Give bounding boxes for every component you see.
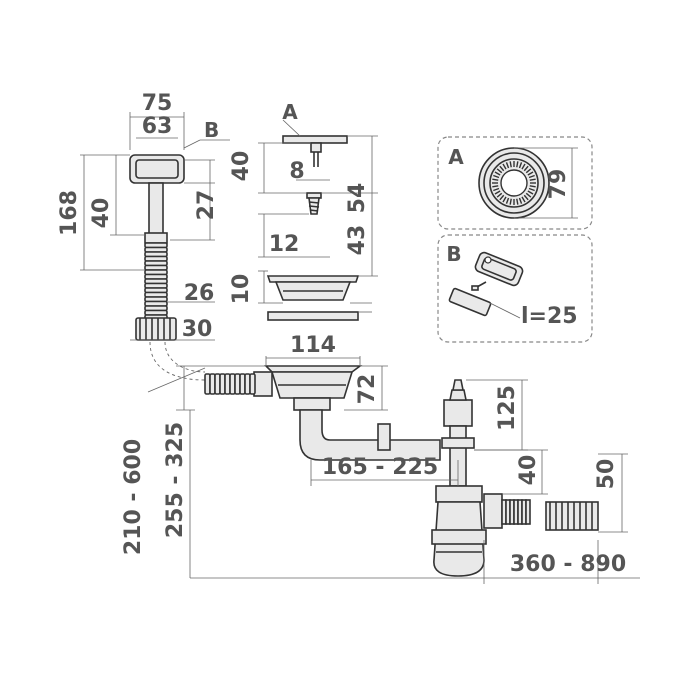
overflow-inlet-nut	[253, 371, 273, 397]
standpipe-nipple	[452, 379, 464, 391]
overflow-assembly	[129, 154, 206, 381]
drain-nut	[293, 397, 331, 411]
dim-l25: l=25	[521, 304, 578, 329]
overflow-inlet-hose	[204, 373, 256, 395]
dim-168: 168	[57, 190, 82, 236]
overflow-cover-detail	[474, 251, 524, 287]
detail-b-frame	[437, 234, 593, 343]
label-b-box: B	[446, 242, 461, 266]
dim-50: 50	[594, 459, 619, 490]
dim-40-trap: 40	[516, 455, 541, 486]
dim-10: 10	[229, 274, 254, 305]
pipe-coupling	[377, 423, 391, 451]
strainer-gasket	[267, 311, 359, 321]
overflow-connection-dashed	[149, 341, 206, 381]
strainer-rim	[266, 275, 360, 283]
strainer-cap	[282, 135, 348, 144]
dim-114: 114	[290, 333, 336, 358]
strainer-center-hole	[500, 169, 528, 197]
siphon-dimensions: 114 72 125 165 - 225 40 50 210 - 600 255…	[121, 333, 640, 584]
outlet-spigot	[501, 499, 531, 525]
dim-360-890: 360 - 890	[510, 552, 626, 577]
dim-255-325: 255 - 325	[163, 422, 188, 538]
dim-8: 8	[289, 159, 304, 184]
outlet-adapter	[545, 501, 599, 531]
label-a-top: A	[282, 100, 298, 124]
dim-75: 75	[142, 91, 173, 116]
dim-210-600: 210 - 600	[121, 439, 146, 555]
drain-pipe	[299, 409, 441, 461]
drain-flange	[264, 365, 363, 373]
overflow-neck	[148, 182, 164, 236]
dim-40-overflow: 40	[89, 198, 114, 229]
detail-box-b: B l=25	[437, 234, 593, 343]
dim-27: 27	[194, 190, 219, 221]
overflow-plate-inner	[135, 159, 179, 179]
standpipe-nut	[443, 399, 473, 427]
dim-30: 30	[182, 317, 213, 342]
label-b-top: B	[204, 118, 219, 142]
dim-54: 54	[345, 183, 370, 214]
detail-a-frame	[437, 136, 593, 230]
strainer-slots	[492, 161, 536, 205]
dim-63: 63	[142, 114, 173, 139]
outlet-nut	[483, 493, 503, 529]
dim-79: 79	[546, 169, 571, 200]
overflow-dimensions: 75 63 B 168 40 27 26 30	[57, 91, 230, 342]
dim-72: 72	[355, 374, 380, 405]
overflow-collar	[144, 232, 168, 244]
dim-12: 12	[269, 232, 300, 257]
detail-box-a: A 79	[437, 136, 593, 230]
overflow-corrugated-hose	[144, 242, 168, 321]
strainer-dimensions: 40 8 54 12 43 10	[229, 135, 378, 313]
label-a-box: A	[448, 145, 464, 169]
dim-125: 125	[495, 385, 520, 431]
overflow-insert-detail	[448, 287, 492, 317]
dim-165-225: 165 - 225	[322, 455, 438, 480]
dim-43: 43	[345, 225, 370, 256]
dim-26: 26	[184, 281, 215, 306]
strainer-parts: A	[266, 100, 360, 321]
trap-nut	[435, 485, 483, 503]
dim-40-cap: 40	[229, 151, 254, 182]
